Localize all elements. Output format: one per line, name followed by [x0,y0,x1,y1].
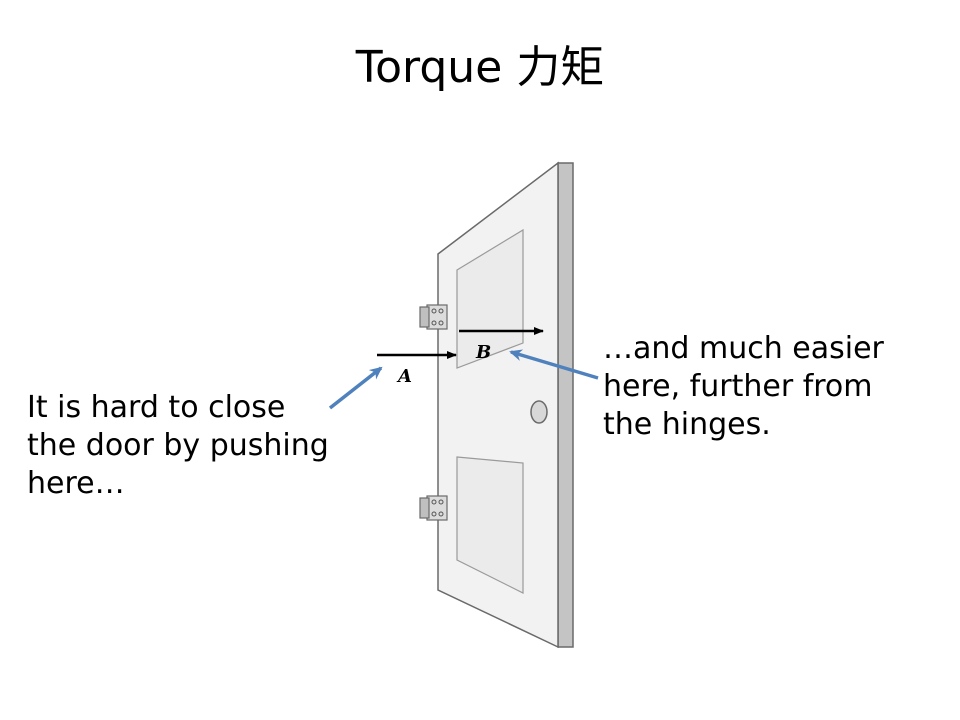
hinge-lower [419,495,448,521]
door-panel-upper [456,228,524,369]
hinge-upper [419,304,448,330]
pointer-arrow-right [509,349,599,380]
pointer-arrow-left [328,366,383,410]
caption-left-line: here… [27,466,125,501]
caption-left: It is hard to close the door by pushing … [27,389,329,503]
point-label-b: B [475,342,491,363]
caption-right-line: the hinges. [603,407,771,442]
door-edge [557,162,574,648]
caption-right: …and much easier here, further from the … [603,330,884,444]
slide-title: Torque 力矩 [355,42,605,93]
caption-left-line: It is hard to close [27,390,286,425]
caption-right-line: …and much easier [603,331,884,366]
caption-right-line: here, further from [603,369,873,404]
caption-left-line: the door by pushing [27,428,329,463]
door-panel-lower [456,456,524,594]
point-label-a: A [396,366,412,387]
door-knob [530,400,548,424]
